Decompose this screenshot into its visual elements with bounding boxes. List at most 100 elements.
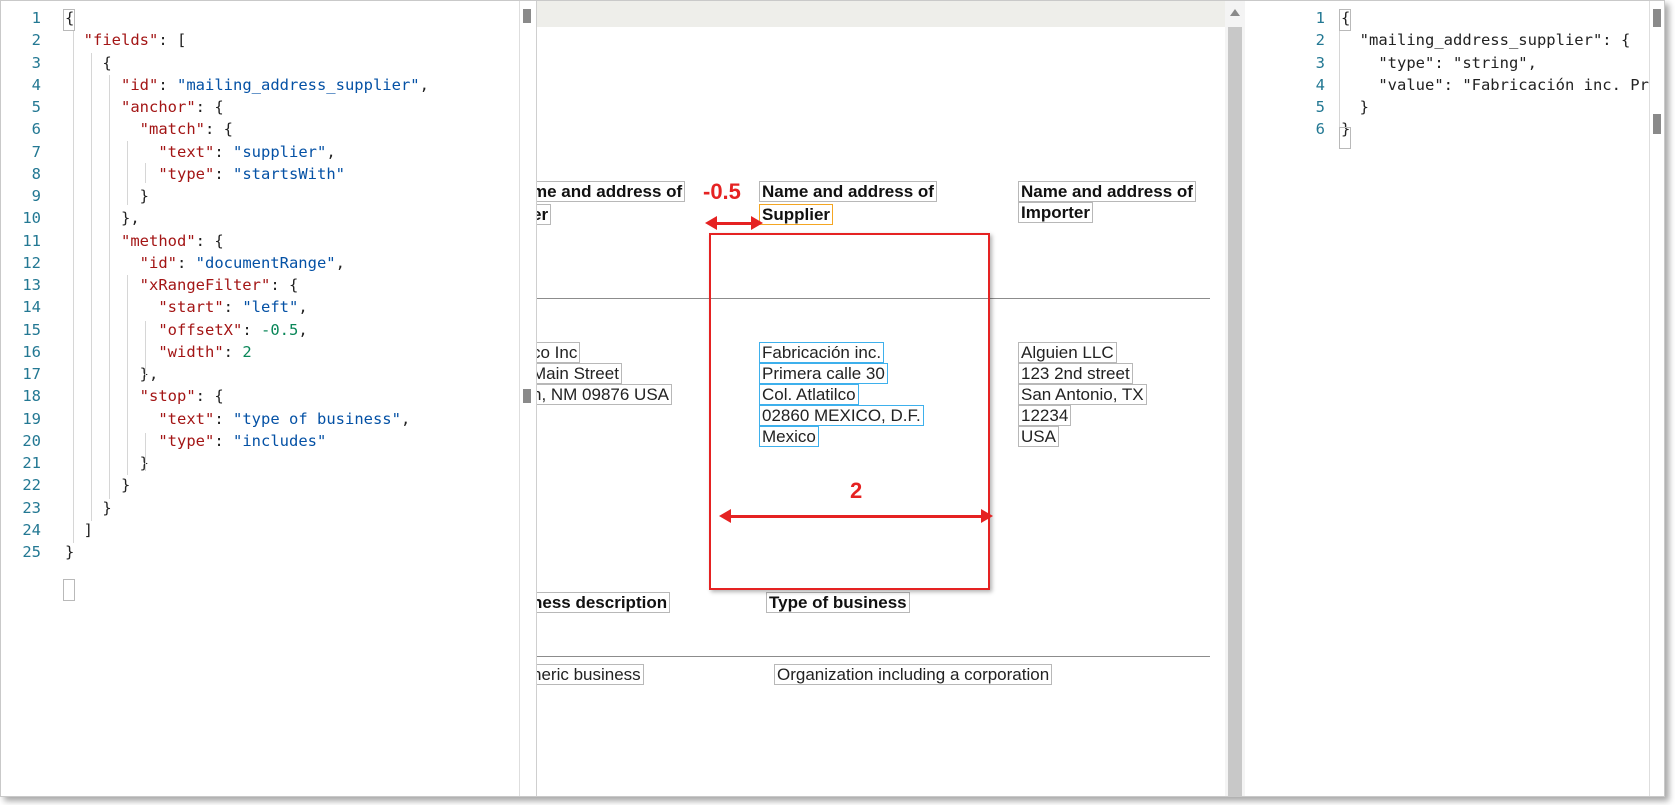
code-line[interactable]: 13 "xRangeFilter": {	[1, 274, 534, 298]
json-punct: :	[214, 142, 233, 161]
indent-guide	[91, 53, 92, 521]
json-string: "mailing_address_supplier"	[177, 75, 420, 94]
code-line[interactable]: 6}	[1245, 118, 1664, 142]
doc-word: me and address of	[537, 181, 686, 202]
code-line[interactable]: 17 },	[1, 363, 534, 387]
code-line[interactable]: 1{	[1, 7, 534, 31]
code-line[interactable]: 8 "type": "startsWith"	[1, 163, 534, 187]
result-editor[interactable]: 1{2 "mailing_address_supplier": {3 "type…	[1245, 1, 1664, 796]
bracket-match-open	[1339, 9, 1351, 31]
code-line[interactable]: 7 "text": "supplier",	[1, 141, 534, 165]
config-editor-scrollbar[interactable]	[519, 1, 534, 796]
line-number: 1	[31, 9, 41, 27]
line-number: 10	[22, 209, 41, 228]
code-line[interactable]: 23 }	[1, 497, 534, 521]
result-editor-scrollbar[interactable]	[1649, 1, 1664, 796]
json-number: -0.5	[261, 320, 299, 339]
json-string: "type of business"	[233, 409, 401, 428]
json-key: "fields"	[83, 31, 159, 50]
code-text: }	[65, 452, 149, 476]
code-line[interactable]: 2 "mailing_address_supplier": {	[1245, 29, 1664, 53]
code-line[interactable]: 19 "text": "type of business",	[1, 408, 534, 432]
code-line[interactable]: 12 "id": "documentRange",	[1, 252, 534, 276]
scrollbar-marker	[1653, 114, 1661, 134]
document-viewer[interactable]: me and address of er Name and address of…	[536, 1, 1226, 796]
json-punct: ,	[298, 320, 308, 339]
json-punct	[65, 143, 158, 161]
line-number: 3	[1315, 53, 1325, 72]
line-number: 12	[22, 253, 41, 272]
json-punct: :	[214, 431, 233, 450]
bracket-match-close	[63, 579, 75, 601]
line-number: 2	[31, 31, 41, 50]
json-punct	[65, 254, 140, 272]
scrollbar-thumb[interactable]	[523, 9, 531, 23]
line-number: 24	[22, 520, 41, 539]
code-line[interactable]: 15 "offsetX": -0.5,	[1, 319, 534, 343]
doc-word: USA	[1018, 426, 1059, 447]
code-text: "mailing_address_supplier": {	[1341, 29, 1631, 53]
scroll-up-arrow-icon[interactable]	[1230, 9, 1240, 16]
json-punct: "type": "string",	[1341, 53, 1537, 72]
json-punct: }	[1341, 120, 1351, 139]
json-key: "text"	[158, 142, 215, 161]
code-line[interactable]: 4 "value": "Fabricación inc. Pri	[1245, 74, 1664, 98]
config-editor[interactable]: 1{2 "fields": [3 {4 "id": "mailing_addre…	[1, 1, 534, 796]
line-number: 5	[1315, 98, 1325, 116]
json-punct: : {	[195, 387, 224, 406]
code-line[interactable]: 6 "match": {	[1, 118, 534, 142]
json-punct: },	[65, 209, 140, 228]
code-text: "method": {	[65, 230, 224, 254]
code-line[interactable]: 14 "start": "left",	[1, 296, 534, 320]
line-number: 14	[22, 298, 41, 317]
json-string: "startsWith"	[233, 164, 345, 183]
json-key: "id"	[139, 253, 177, 272]
doc-word: Importer	[1018, 202, 1093, 223]
viewer-scrollbar[interactable]	[1225, 1, 1245, 796]
doc-word: er	[537, 204, 552, 225]
doc-word: Name and address of	[759, 181, 937, 202]
code-line[interactable]: 10 },	[1, 207, 534, 231]
code-line[interactable]: 2 "fields": [	[1, 29, 534, 53]
code-line[interactable]: 4 "id": "mailing_address_supplier",	[1, 74, 534, 98]
json-punct	[65, 276, 140, 294]
scrollbar-thumb[interactable]	[1228, 27, 1242, 796]
code-line[interactable]: 1{	[1245, 7, 1664, 31]
json-punct: :	[223, 298, 243, 317]
json-punct: ,	[335, 253, 345, 272]
code-line[interactable]: 5 }	[1245, 96, 1664, 120]
code-line[interactable]: 25}	[1, 541, 534, 565]
json-key: "match"	[139, 120, 205, 139]
json-punct: },	[65, 365, 159, 383]
indent-guide	[127, 141, 128, 205]
scrollbar-thumb[interactable]	[1653, 9, 1661, 27]
code-text: "text": "supplier",	[65, 141, 335, 165]
doc-word: Organization including a corporation	[774, 664, 1053, 685]
line-number: 25	[22, 543, 41, 561]
code-line[interactable]: 3 {	[1, 52, 534, 76]
code-line[interactable]: 18 "stop": {	[1, 385, 534, 409]
code-text: "xRangeFilter": {	[65, 274, 299, 298]
code-line[interactable]: 16 "width": 2	[1, 341, 534, 365]
json-string: "supplier"	[233, 142, 327, 161]
json-string: "left"	[242, 298, 299, 317]
code-line[interactable]: 11 "method": {	[1, 230, 534, 254]
code-text: },	[65, 363, 159, 387]
line-number: 1	[1315, 9, 1325, 27]
code-line[interactable]: 20 "type": "includes"	[1, 430, 534, 454]
code-text: {	[65, 52, 112, 76]
code-line[interactable]: 5 "anchor": {	[1, 96, 534, 120]
json-punct: {	[65, 53, 112, 72]
json-punct: : {	[195, 231, 224, 250]
code-text: },	[65, 207, 140, 231]
code-line[interactable]: 3 "type": "string",	[1245, 52, 1664, 76]
code-text: "type": "startsWith"	[65, 163, 345, 187]
code-line[interactable]: 9 }	[1, 185, 534, 209]
code-line[interactable]: 22 }	[1, 474, 534, 498]
bracket-match-close	[1339, 127, 1351, 149]
code-text: "anchor": {	[65, 96, 224, 120]
code-line[interactable]: 24 ]	[1, 519, 534, 543]
line-number: 23	[22, 498, 41, 517]
code-text: }	[65, 474, 130, 498]
code-line[interactable]: 21 }	[1, 452, 534, 476]
